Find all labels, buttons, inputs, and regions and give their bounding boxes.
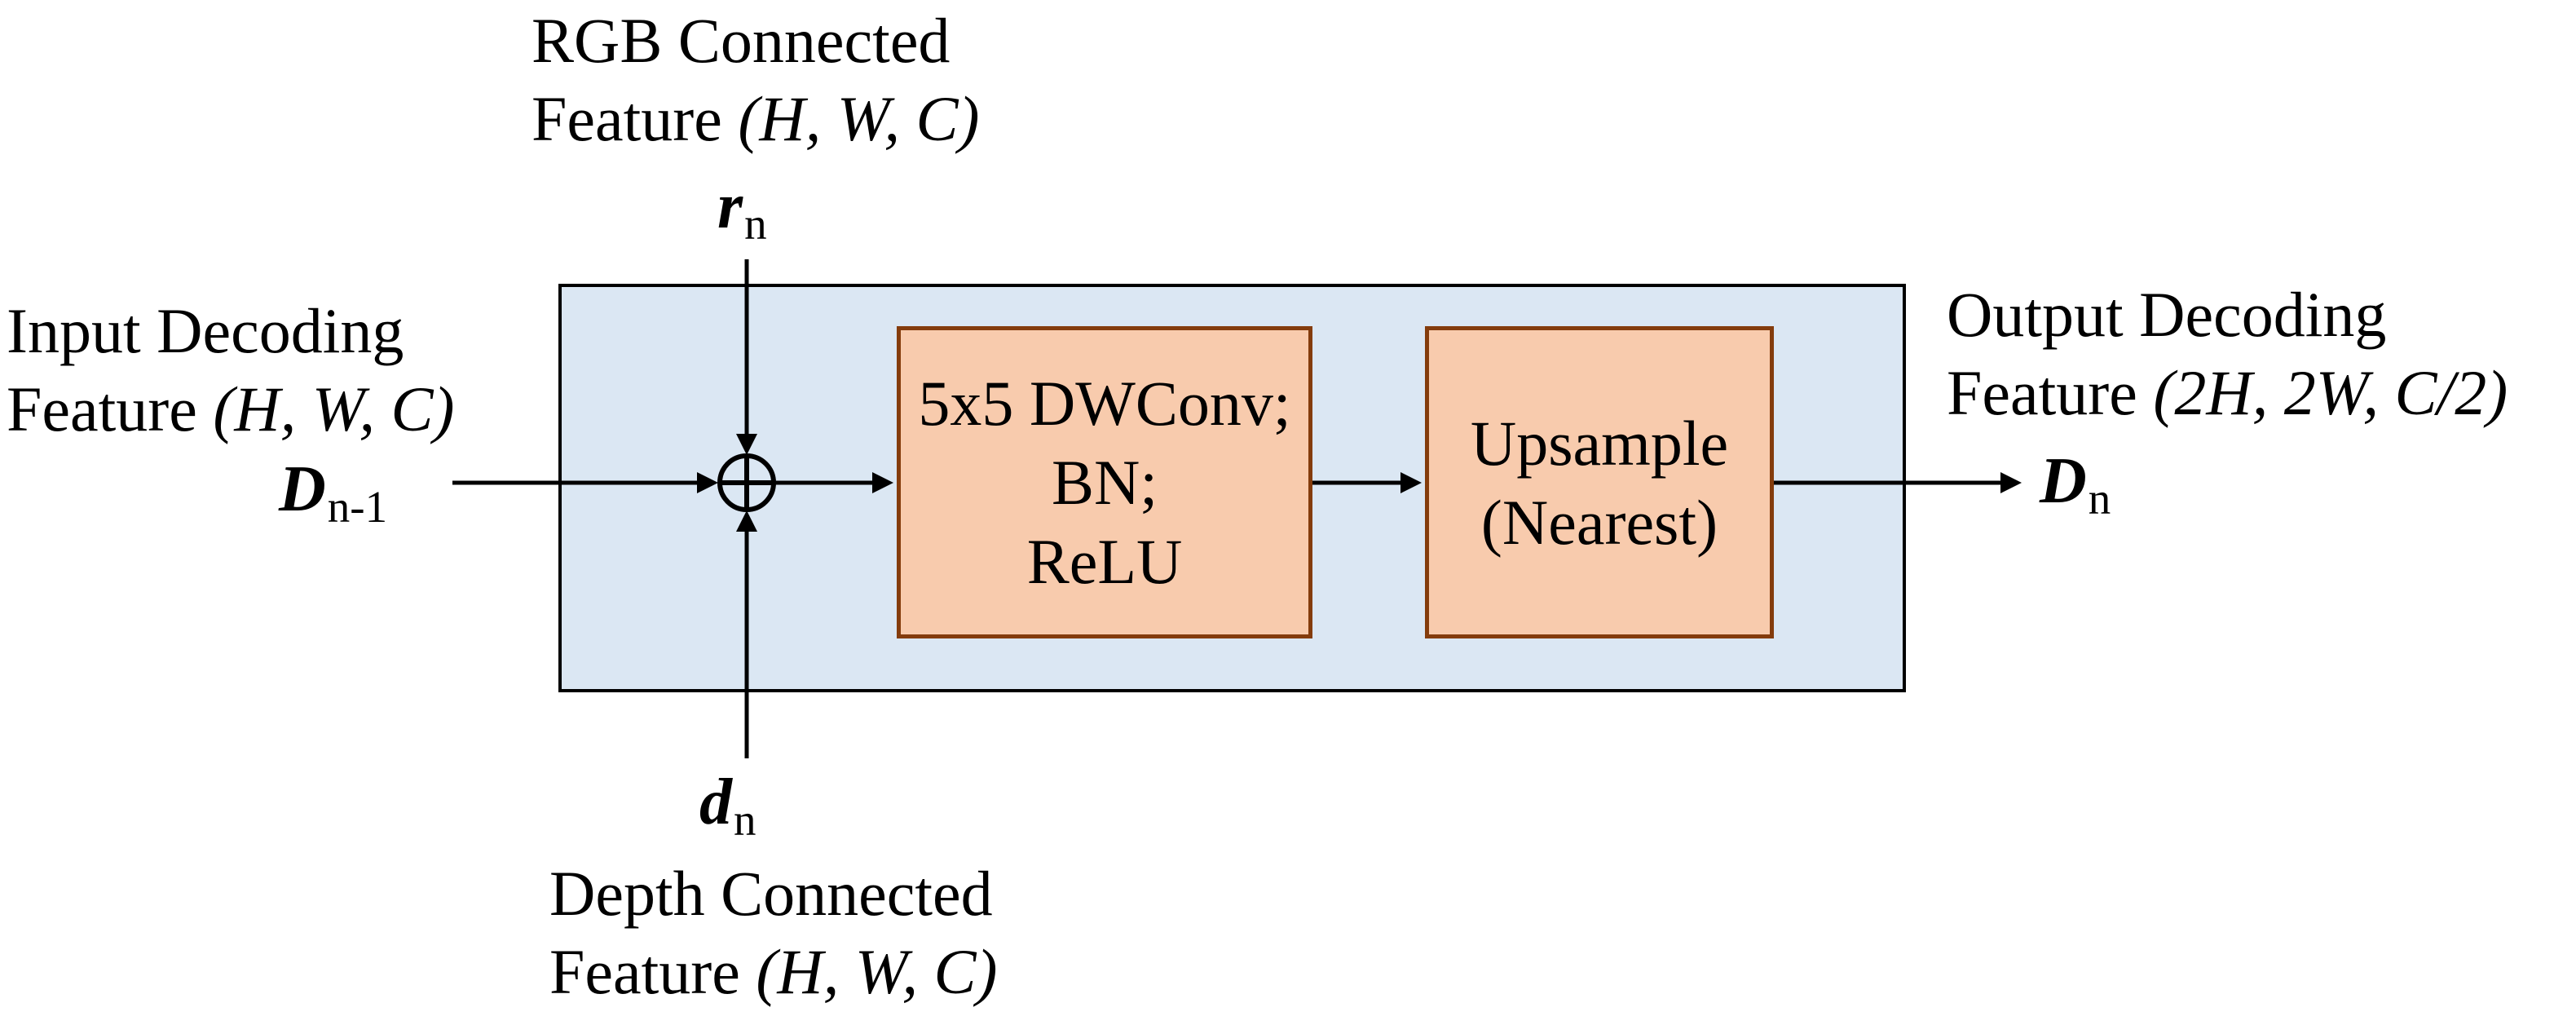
dwconv-block-line2: BN; bbox=[1051, 447, 1158, 518]
output-arrowhead bbox=[2000, 472, 2022, 493]
input-decoding-feature-label-line1: Input Decoding bbox=[7, 295, 404, 366]
dwconv-block: 5x5 DWConv; BN; ReLU bbox=[897, 326, 1312, 638]
output-decoding-feature-label-line1: Output Decoding bbox=[1947, 279, 2387, 350]
depth-connected-feature-label-line1: Depth Connected bbox=[549, 858, 993, 929]
rgb-connected-feature-label-line1: RGB Connected bbox=[532, 5, 951, 76]
depth-connected-feature-label: Depth Connected Feature (H, W, C) bbox=[549, 855, 998, 1011]
upsample-block-line1: Upsample bbox=[1470, 407, 1729, 479]
output-decoding-feature-label: Output Decoding Feature (2H, 2W, C/2) bbox=[1947, 276, 2508, 432]
input-decoding-symbol: Dn-1 bbox=[279, 453, 388, 532]
dwconv-block-line3: ReLU bbox=[1026, 526, 1183, 597]
dwconv-block-line1: 5x5 DWConv; bbox=[918, 368, 1291, 439]
output-decoding-symbol: Dn bbox=[2040, 445, 2111, 524]
rgb-connected-feature-label: RGB Connected Feature (H, W, C) bbox=[532, 2, 980, 158]
input-decoding-feature-label: Input Decoding Feature (H, W, C) bbox=[7, 292, 455, 448]
upsample-block-line2: (Nearest) bbox=[1480, 486, 1718, 558]
rgb-feature-symbol: rn bbox=[717, 170, 767, 249]
depth-feature-symbol: dn bbox=[699, 767, 756, 845]
upsample-block: Upsample (Nearest) bbox=[1425, 326, 1774, 638]
